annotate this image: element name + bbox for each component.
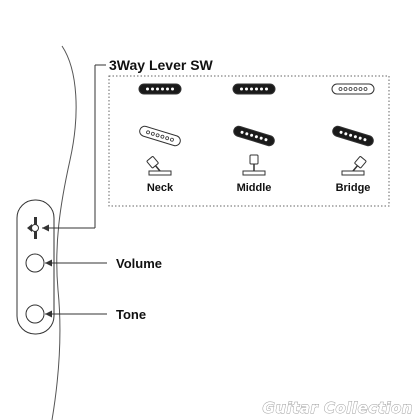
volume-knob[interactable]: [25, 253, 45, 273]
position-label-bridge: Bridge: [336, 182, 371, 194]
lever-neck-icon: [146, 156, 172, 176]
watermark: Guitar Collection: [262, 399, 413, 417]
volume-leader-line: [45, 259, 107, 267]
lever-switch-icon: [27, 217, 39, 239]
switch-title: 3Way Lever SW: [109, 57, 214, 73]
tone-leader-line: [45, 310, 107, 318]
volume-label: Volume: [116, 256, 162, 271]
lever-middle-icon: [242, 154, 266, 176]
bridge-pickup-neck: [139, 125, 181, 147]
switch-detail-box: [108, 75, 390, 207]
neck-pickup-bridge: [331, 83, 375, 95]
tone-label: Tone: [116, 307, 146, 322]
neck-pickup-middle: [232, 83, 276, 95]
bridge-pickup-bridge: [332, 125, 374, 147]
switch-leader-line: [42, 64, 106, 229]
position-label-middle: Middle: [237, 182, 272, 194]
position-label-neck: Neck: [147, 182, 174, 194]
tone-knob[interactable]: [25, 304, 45, 324]
switch-position-neck: Neck: [138, 83, 182, 194]
bridge-pickup-middle: [233, 125, 275, 147]
switch-position-bridge: Bridge: [331, 83, 375, 194]
switch-position-middle: Middle: [232, 83, 276, 194]
switch-positions: Neck Middle Bridge: [138, 83, 375, 194]
guitar-body-outline: [51, 45, 77, 420]
lever-bridge-icon: [341, 156, 367, 176]
neck-pickup-neck: [138, 83, 182, 95]
